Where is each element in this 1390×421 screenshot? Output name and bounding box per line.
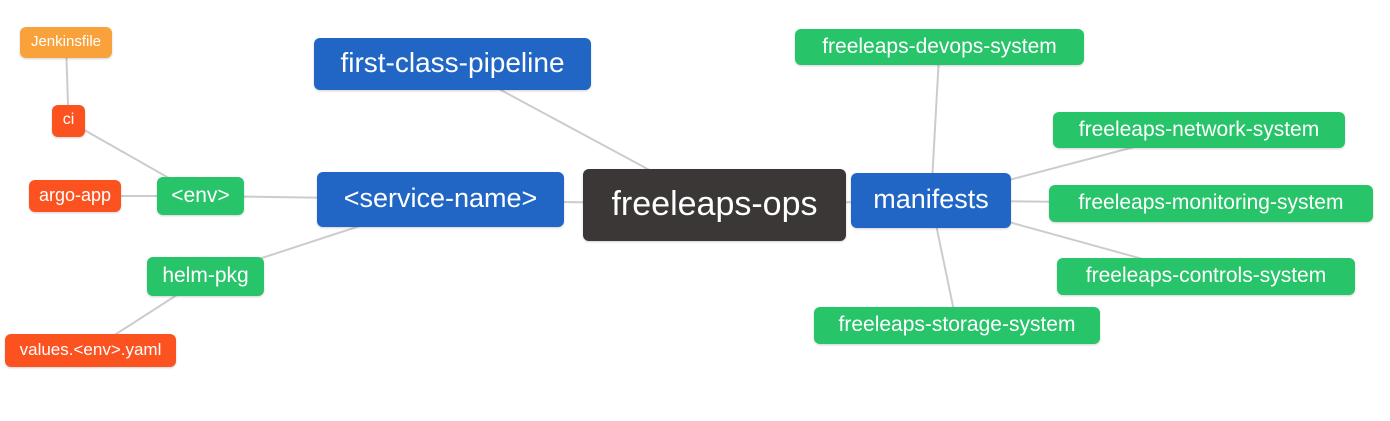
node-label: <env> xyxy=(171,183,230,207)
node-label: freeleaps-controls-system xyxy=(1085,264,1327,287)
node-label: values.<env>.yaml xyxy=(19,340,162,359)
node-label: argo-app xyxy=(38,185,112,205)
node-freeleaps-network-system[interactable]: freeleaps-network-system xyxy=(1053,112,1345,148)
node-freeleaps-storage-system[interactable]: freeleaps-storage-system xyxy=(814,307,1100,344)
node-ci[interactable]: ci xyxy=(52,105,85,137)
node-freeleaps-ops[interactable]: freeleaps-ops xyxy=(583,169,846,241)
node-manifests[interactable]: manifests xyxy=(851,173,1011,228)
node-first-class-pipeline[interactable]: first-class-pipeline xyxy=(314,38,591,90)
node-freeleaps-devops-system[interactable]: freeleaps-devops-system xyxy=(795,29,1084,65)
node-values-env-yaml[interactable]: values.<env>.yaml xyxy=(5,334,176,367)
node-label: freeleaps-monitoring-system xyxy=(1078,191,1344,214)
node-label: manifests xyxy=(873,184,989,214)
node-label: freeleaps-storage-system xyxy=(838,313,1076,336)
node-label: ci xyxy=(62,111,75,128)
node-label: first-class-pipeline xyxy=(340,47,565,78)
node-label: freeleaps-devops-system xyxy=(822,34,1057,58)
node-jenkinsfile[interactable]: Jenkinsfile xyxy=(20,27,112,58)
node-label: Jenkinsfile xyxy=(30,33,102,50)
node-service-name[interactable]: <service-name> xyxy=(317,172,564,227)
node-argo-app[interactable]: argo-app xyxy=(29,180,121,212)
node-label: freeleaps-ops xyxy=(611,185,818,223)
node-label: <service-name> xyxy=(343,183,538,213)
node-label: helm-pkg xyxy=(162,264,249,287)
node-helm-pkg[interactable]: helm-pkg xyxy=(147,257,264,296)
node-freeleaps-monitoring-system[interactable]: freeleaps-monitoring-system xyxy=(1049,185,1373,222)
node-label: freeleaps-network-system xyxy=(1078,117,1320,141)
node-env[interactable]: <env> xyxy=(157,177,244,215)
node-freeleaps-controls-system[interactable]: freeleaps-controls-system xyxy=(1057,258,1355,295)
